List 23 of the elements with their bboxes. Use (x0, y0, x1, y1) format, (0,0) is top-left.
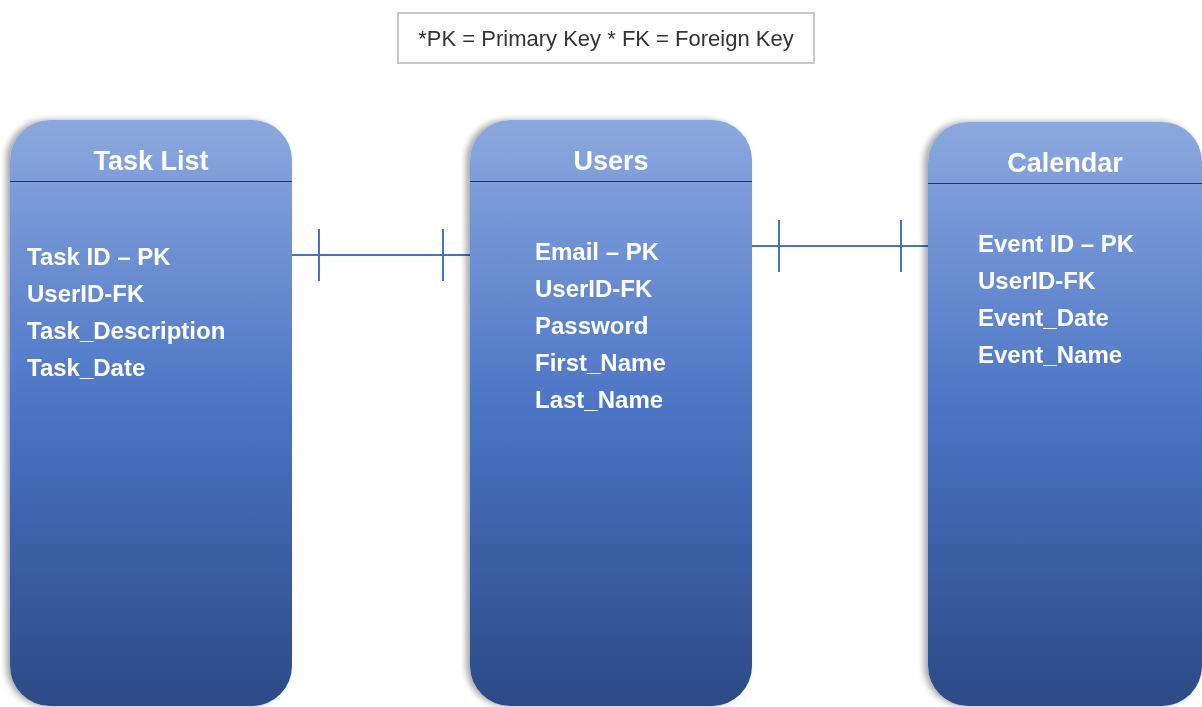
key-text: *PK = Primary Key * FK = Foreign Key (418, 24, 794, 53)
field-name: Event_Date (978, 303, 1110, 333)
table-title: Calendar (1006, 147, 1124, 179)
table-entity (10, 120, 292, 706)
field-name: Event_Name (978, 340, 1124, 370)
field-name: Task_Description (27, 316, 227, 346)
table-title: Task List (92, 145, 210, 177)
field-name: Task ID – PK (27, 242, 172, 272)
field-name: Email – PK (535, 237, 661, 267)
field-name: Task_Date (27, 353, 147, 383)
table-title: Users (572, 145, 650, 177)
field-name: First_Name (535, 348, 667, 378)
relationship-line (751, 219, 929, 273)
key-box (397, 12, 815, 64)
field-name: UserID-FK (535, 274, 654, 304)
field-name: Password (535, 311, 650, 341)
table-entity (470, 120, 752, 706)
field-name: Event ID – PK (978, 229, 1136, 259)
field-name: UserID-FK (27, 279, 146, 309)
field-name: Last_Name (535, 385, 665, 415)
field-name: UserID-FK (978, 266, 1097, 296)
table-entity (928, 122, 1202, 706)
relationship-line (291, 228, 471, 282)
